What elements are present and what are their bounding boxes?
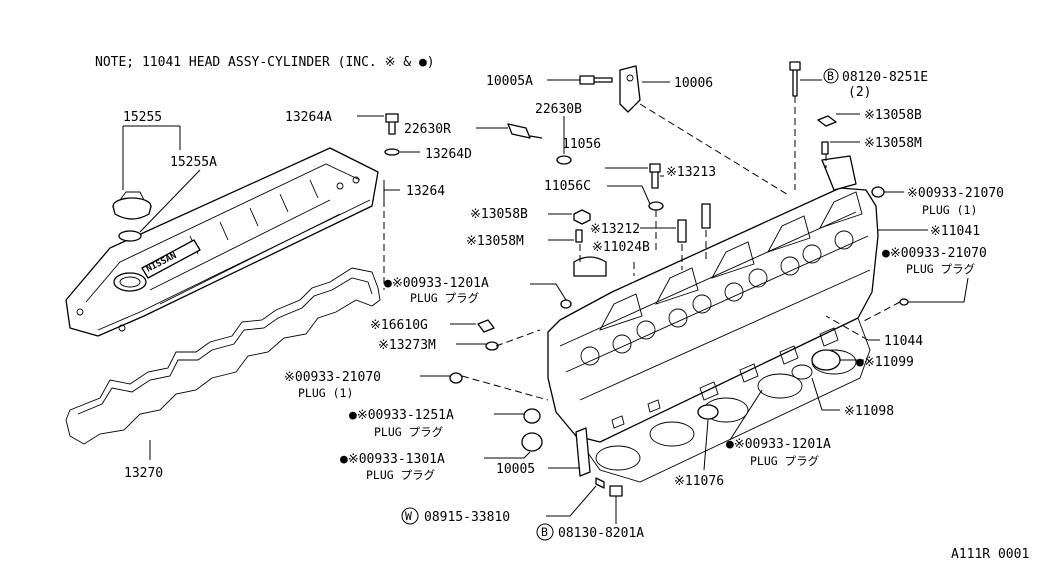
- label-10006: 10006: [674, 76, 713, 91]
- temp-sensor: [507, 123, 543, 139]
- label-11056c: 11056C: [544, 179, 591, 194]
- label-08120: 08120-8251E: [842, 70, 928, 85]
- label-15255: 15255: [123, 110, 162, 125]
- label-11044: 11044: [884, 334, 923, 349]
- label-00933-1201a-right: ●※00933-1201A: [726, 437, 831, 452]
- label-13264: 13264: [406, 184, 445, 199]
- label-08915: 08915-33810: [424, 510, 510, 525]
- label-00933-1201a-left-sub: PLUG プラグ: [410, 291, 480, 305]
- label-13273m: ※13273M: [378, 338, 436, 353]
- note-text: NOTE; 11041 HEAD ASSY-CYLINDER (INC. ※ &…: [95, 55, 435, 70]
- label-16610g: ※16610G: [370, 318, 428, 333]
- badge-w-08915: [401, 507, 419, 525]
- badge-b-08120-text: B: [827, 69, 834, 83]
- head-bolt: [789, 61, 801, 97]
- label-00933-1301a-sub: PLUG プラグ: [366, 468, 436, 482]
- cam-bracket-nut: [817, 115, 837, 127]
- label-11099: ●※11099: [856, 355, 914, 370]
- label-13270: 13270: [124, 466, 163, 481]
- label-15255a: 15255A: [170, 155, 217, 170]
- cam-bracket: [821, 155, 857, 191]
- bracket-bolt: [579, 75, 613, 85]
- label-13058m-right: ※13058M: [864, 136, 922, 151]
- cylinder-head: [547, 187, 879, 483]
- label-08130: 08130-8201A: [558, 526, 644, 541]
- label-13213: ※13213: [666, 165, 716, 180]
- label-11076: ※11076: [674, 474, 724, 489]
- label-00933-1301a: ●※00933-1301A: [340, 452, 445, 467]
- label-00933-1251a-sub: PLUG プラグ: [374, 425, 444, 439]
- label-00933-1201a-right-sub: PLUG プラグ: [750, 454, 820, 468]
- cover-bolt: [385, 113, 399, 135]
- cam-cap: [573, 256, 607, 277]
- label-08120-qty: (2): [848, 85, 871, 100]
- label-00933-21070-c-sub: PLUG (1): [298, 386, 353, 400]
- badge-b-08130: [536, 523, 554, 541]
- valve-cover: NISSAN: [65, 147, 379, 337]
- badge-w-08915-text: W: [405, 509, 412, 523]
- label-00933-21070-a: ※00933-21070: [907, 186, 1004, 201]
- oil-filler-cap: [112, 191, 152, 220]
- label-11041: ※11041: [930, 224, 980, 239]
- label-00933-21070-c: ※00933-21070: [284, 370, 381, 385]
- cover-gasket: [65, 267, 381, 445]
- label-10005a: 10005A: [486, 74, 533, 89]
- label-00933-21070-b: ●※00933-21070: [882, 246, 987, 261]
- figure-id: A111R 0001: [951, 547, 1029, 562]
- label-00933-21070-b-sub: PLUG プラグ: [906, 262, 976, 276]
- lifting-bracket: [619, 65, 641, 113]
- label-13212: ※13212: [590, 222, 640, 237]
- label-13264a: 13264A: [285, 110, 332, 125]
- label-00933-1251a: ●※00933-1251A: [349, 408, 454, 423]
- label-00933-1201a-left: ●※00933-1201A: [384, 276, 489, 291]
- leader-lines: [122, 79, 969, 524]
- badge-b-08120: [823, 68, 839, 84]
- label-13264d: 13264D: [425, 147, 472, 162]
- label-13058b-right: ※13058B: [864, 108, 922, 123]
- filler-cap-seal: [118, 230, 142, 242]
- label-10005: 10005: [496, 462, 535, 477]
- label-22630b: 22630B: [535, 102, 582, 117]
- label-11098: ※11098: [844, 404, 894, 419]
- label-11024b: ※11024B: [592, 240, 650, 255]
- label-13058b-left: ※13058B: [470, 207, 528, 222]
- label-00933-21070-a-sub: PLUG (1): [922, 203, 977, 217]
- badge-b-08130-text: B: [541, 525, 548, 539]
- label-11056: 11056: [562, 137, 601, 152]
- label-22630r: 22630R: [404, 122, 451, 137]
- label-13058m-left: ※13058M: [466, 234, 524, 249]
